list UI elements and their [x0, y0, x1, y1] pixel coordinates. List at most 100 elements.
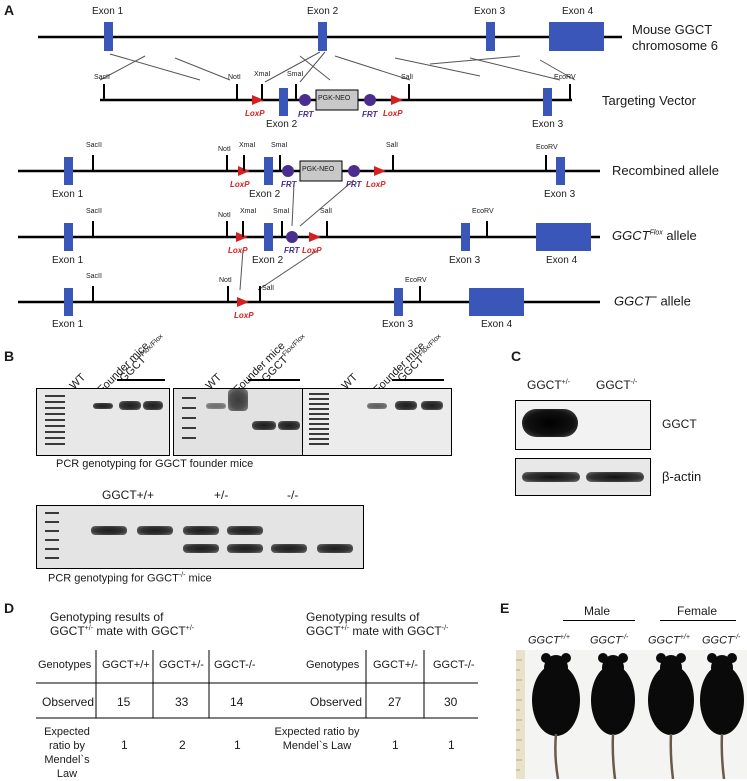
- table-cell: Expected ratio by Mendel`s Law: [44, 726, 90, 780]
- female-bracket: [660, 620, 736, 621]
- table-header: Genotypes: [306, 659, 360, 671]
- gel-caption-text: PCR genotyping for GGCT: [48, 572, 179, 585]
- mouse-genotype-label: GGCT+/+: [528, 634, 570, 647]
- site-label: EcoRV: [554, 74, 576, 81]
- frt-label: FRT: [281, 180, 297, 189]
- site-label: NotI: [219, 277, 232, 284]
- flox-allele-sup: Flox: [649, 229, 663, 237]
- mouse-genotype-label: GGCT+/+: [648, 634, 690, 647]
- exon-label: Exon 3: [449, 255, 481, 266]
- minus-allele-gene: GGCT: [614, 293, 652, 309]
- genotype-label: GGCT+/+: [102, 488, 155, 502]
- allele-word: allele: [660, 293, 691, 309]
- panel-label-c: C: [511, 348, 522, 364]
- minus-allele-sup: −: [651, 292, 657, 302]
- exon-label: Exon 3: [382, 319, 414, 330]
- title-mid: mate with GGCT: [93, 624, 186, 638]
- table-title: Genotyping results of: [50, 610, 164, 624]
- exon-label: Exon 1: [52, 319, 84, 330]
- gene: GGCT: [528, 634, 560, 647]
- table-cell: 1: [448, 738, 455, 752]
- gel-caption: PCR genotyping for GGCT-/- mice: [48, 572, 212, 585]
- chromosome-label: chromosome 6: [632, 38, 718, 53]
- gene: GGCT: [648, 634, 680, 647]
- table-header: GGCT+/-: [373, 659, 418, 671]
- title-sup: -/-: [441, 625, 449, 632]
- mouse-ggct-label: Mouse GGCT: [632, 22, 713, 37]
- gel-image: [36, 388, 170, 456]
- table-header: GGCT+/+: [102, 659, 150, 671]
- site-label: SalI: [401, 74, 414, 81]
- site-label: NotI: [218, 212, 231, 219]
- homology-lines: [99, 51, 576, 83]
- loxp-label: LoxP: [230, 180, 250, 189]
- table-header: GGCT-/-: [214, 659, 256, 671]
- table-cell: Observed: [42, 695, 95, 709]
- table-cell: 1: [121, 738, 128, 752]
- exon-label: Exon 2: [252, 255, 284, 266]
- flox-bracket: [392, 379, 444, 381]
- panel-label-d: D: [4, 600, 15, 616]
- gel-image: [302, 388, 452, 456]
- title-sup: +/-: [185, 625, 195, 632]
- mouse-genotype-label: GGCT-/-: [590, 634, 628, 647]
- table-cell: Observed: [310, 695, 363, 709]
- col-gene: GGCT: [527, 378, 562, 392]
- table-cell: 14: [230, 695, 244, 709]
- western-blot: [515, 400, 651, 450]
- site-label: SacII: [86, 208, 102, 215]
- site-label: XmaI: [254, 71, 271, 78]
- site-label: SacII: [86, 273, 102, 280]
- site-label: XmaI: [240, 208, 257, 215]
- loxp-label: LoxP: [383, 109, 403, 118]
- site-label: SacII: [94, 74, 110, 81]
- western-blot: [515, 458, 651, 496]
- gel-image: [36, 505, 364, 569]
- recombined-allele-label: Recombined allele: [612, 163, 719, 178]
- sex-label-male: Male: [584, 604, 611, 618]
- table-cell: 27: [388, 695, 402, 709]
- site-label: EcoRV: [536, 144, 558, 151]
- exon-label: Exon 4: [562, 6, 594, 17]
- exon-label: Exon 3: [544, 189, 576, 200]
- loxp-arrow: [252, 95, 264, 105]
- site-label: NotI: [228, 74, 241, 81]
- gel-caption: PCR genotyping for GGCT founder mice: [56, 458, 254, 470]
- mouse-genotype-label: GGCT-/-: [702, 634, 740, 647]
- flox-bracket: [117, 379, 165, 381]
- site-label: NotI: [218, 146, 231, 153]
- loxp-label: LoxP: [234, 311, 254, 320]
- site-label: SmaI: [287, 71, 304, 78]
- targeting-vector-label: Targeting Vector: [602, 93, 696, 108]
- col-sup: +/-: [561, 379, 571, 386]
- flox-allele-gene: GGCT: [612, 228, 650, 243]
- exon-4-box: [549, 22, 604, 51]
- site-label: XmaI: [239, 142, 256, 149]
- panel-label-a: A: [4, 2, 15, 18]
- frt-site: [364, 94, 376, 106]
- flox-allele-label: GGCTFlox allele: [612, 228, 697, 243]
- exon-2-box: [318, 22, 327, 51]
- table-cell: Expected ratio by Mendel`s Law: [274, 726, 360, 752]
- table-cell: 1: [234, 738, 241, 752]
- exon-label: Exon 1: [92, 6, 124, 17]
- exon-label: Exon 3: [532, 119, 564, 130]
- table-cell: 2: [179, 738, 186, 752]
- loxp-arrow: [391, 95, 403, 105]
- western-row-label: β-actin: [662, 469, 702, 484]
- site-label: SmaI: [271, 142, 288, 149]
- panel-label-e: E: [500, 600, 510, 616]
- site-label: EcoRV: [472, 208, 494, 215]
- table-title: GGCT+/- mate with GGCT+/-: [50, 624, 194, 638]
- loxp-label: LoxP: [228, 246, 248, 255]
- table-cell: 15: [117, 695, 131, 709]
- western-col-label: GGCT-/-: [596, 378, 637, 392]
- flox-bracket: [248, 379, 300, 381]
- mice-photo: [516, 650, 747, 779]
- western-col-label: GGCT+/-: [527, 378, 570, 392]
- title-gene: GGCT: [50, 624, 85, 638]
- title-gene: GGCT: [306, 624, 341, 638]
- exon-label: Exon 4: [546, 255, 578, 266]
- loxp-label: LoxP: [245, 109, 265, 118]
